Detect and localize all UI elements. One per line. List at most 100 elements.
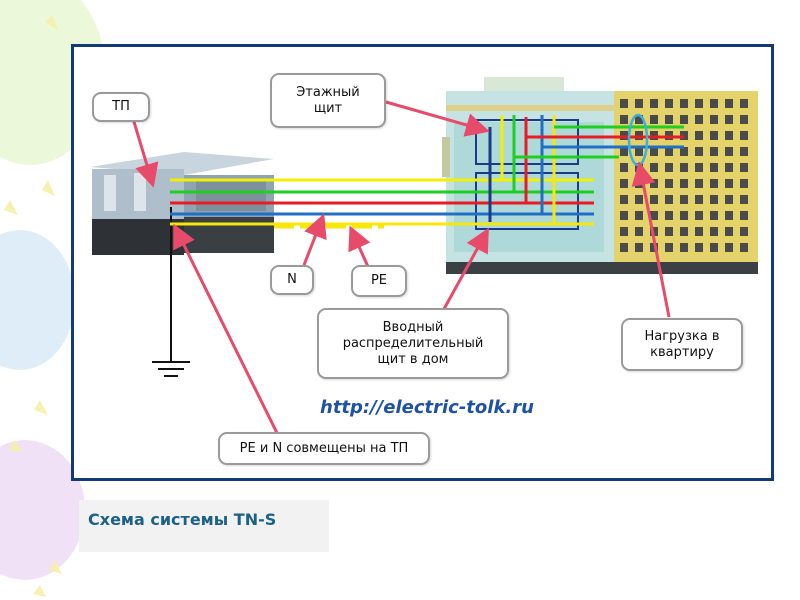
building-window <box>665 211 673 220</box>
apartment-load-label: Нагрузка в квартиру <box>621 318 743 371</box>
purple-balloon <box>0 440 85 580</box>
building-window <box>695 195 703 204</box>
building-window <box>740 227 748 236</box>
building-window <box>695 115 703 124</box>
diagram-frame: ТП Этажный щит N PE Вводный распределите… <box>71 44 774 481</box>
building-window <box>665 163 673 172</box>
building-window <box>710 99 718 108</box>
building-window <box>725 195 733 204</box>
building-window <box>710 195 718 204</box>
building-window <box>680 195 688 204</box>
building-window <box>620 211 628 220</box>
building-window <box>620 179 628 188</box>
building-window <box>635 195 643 204</box>
source-url: http://electric-tolk.ru <box>320 397 534 418</box>
building-window <box>635 99 643 108</box>
building-window <box>695 147 703 156</box>
arrow-n <box>302 213 327 266</box>
building-window <box>650 163 658 172</box>
building-window <box>665 99 673 108</box>
building-window <box>740 163 748 172</box>
building-window <box>665 179 673 188</box>
tp-label: ТП <box>92 92 150 122</box>
building-window <box>665 243 673 252</box>
building-window <box>680 147 688 156</box>
building-window <box>725 179 733 188</box>
building-window <box>710 227 718 236</box>
input-panel-label: Вводный распределительный щит в дом <box>317 308 509 379</box>
building-window <box>680 211 688 220</box>
building-window <box>620 195 628 204</box>
building-window <box>635 211 643 220</box>
building-window <box>650 243 658 252</box>
building-window <box>740 179 748 188</box>
building-window <box>635 115 643 124</box>
building-window <box>710 179 718 188</box>
building-window <box>695 227 703 236</box>
building-window <box>695 131 703 140</box>
pe-label: PE <box>351 265 407 297</box>
building-window <box>620 163 628 172</box>
building-window <box>680 179 688 188</box>
building-window <box>650 211 658 220</box>
building-window <box>695 163 703 172</box>
building-window <box>650 179 658 188</box>
building-window <box>710 243 718 252</box>
building-window <box>725 243 733 252</box>
building-window <box>620 147 628 156</box>
building-window <box>740 195 748 204</box>
building-window <box>680 99 688 108</box>
caption-box <box>79 500 329 552</box>
building-window <box>620 243 628 252</box>
building-window <box>740 243 748 252</box>
building-window <box>740 131 748 140</box>
riser-lines <box>488 115 684 224</box>
building-window <box>740 211 748 220</box>
building-window <box>620 227 628 236</box>
building-window <box>740 115 748 124</box>
building-window <box>650 227 658 236</box>
building-window <box>650 115 658 124</box>
building-window <box>650 147 658 156</box>
arrow-apartment-load <box>631 161 671 318</box>
building-window <box>695 243 703 252</box>
building-window <box>710 163 718 172</box>
building-window <box>710 115 718 124</box>
building-window <box>665 227 673 236</box>
callout-arrows <box>127 100 671 438</box>
arrow-floor-panel <box>385 100 490 137</box>
arrow-input-panel <box>442 227 489 310</box>
pen-combined-label: PE и N совмещены на ТП <box>218 432 430 465</box>
building-window <box>650 99 658 108</box>
building-window <box>725 227 733 236</box>
building-window <box>665 115 673 124</box>
n-label: N <box>270 265 314 295</box>
floor-panel-label: Этажный щит <box>270 73 386 128</box>
building-window <box>665 147 673 156</box>
arrow-pen-combined <box>173 223 281 438</box>
building-window <box>650 195 658 204</box>
caption: Схема системы TN-S <box>88 510 277 529</box>
building-window <box>695 179 703 188</box>
building-window <box>725 147 733 156</box>
building-window <box>620 99 628 108</box>
building-windows <box>620 99 748 252</box>
building-window <box>725 99 733 108</box>
building-window <box>710 131 718 140</box>
building-window <box>725 211 733 220</box>
building-window <box>620 115 628 124</box>
building-window <box>725 131 733 140</box>
building-window <box>710 211 718 220</box>
building-window <box>710 147 718 156</box>
building-window <box>725 115 733 124</box>
tn-s-diagram <box>90 77 758 438</box>
building-window <box>695 99 703 108</box>
building-window <box>680 243 688 252</box>
blue-balloon <box>0 230 75 370</box>
building-window <box>680 115 688 124</box>
ground-symbol <box>152 207 190 377</box>
building-window <box>665 195 673 204</box>
building-window <box>680 227 688 236</box>
building-window <box>635 243 643 252</box>
